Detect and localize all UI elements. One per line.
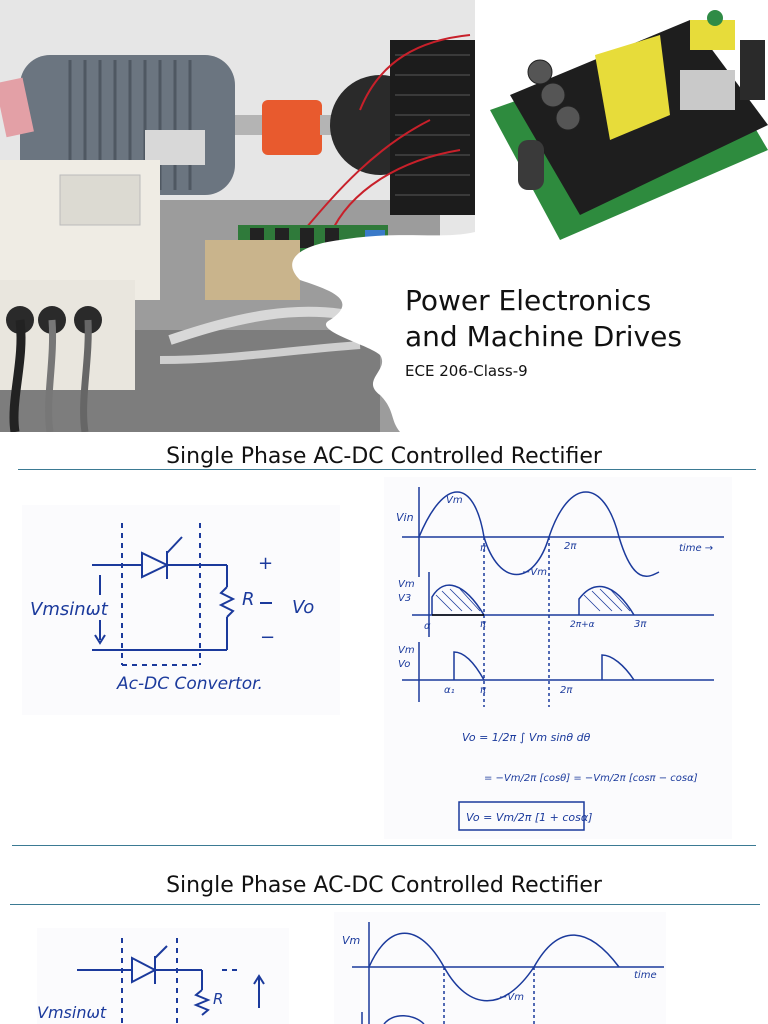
wave2-pi: π: [480, 619, 487, 630]
circuit1-output-label: Vo: [292, 597, 314, 618]
waveform-diagram-1: Vin Vm −Vm π 2π time → Vm V3 α π 2π+α 3π…: [384, 477, 732, 839]
power-electronics-photo-collage: [0, 0, 768, 432]
slide-divider: [12, 845, 756, 846]
inverter-drive-image: [0, 160, 160, 432]
slide-title: Power Electronics and Machine Drives: [405, 283, 755, 355]
heading-underline-2: [10, 904, 760, 905]
wave3-2pi: 2π: [560, 685, 573, 696]
wave3-alpha1: α₁: [444, 685, 455, 696]
circuit1-resistor-label: R: [242, 589, 255, 610]
circuit-diagram-2: Vmsinωt R: [37, 928, 289, 1024]
circuit1-source-label: Vmsinωt: [30, 599, 109, 620]
heading-underline-1: [18, 469, 756, 470]
wave4-time: time: [634, 970, 657, 981]
wave2-v3: V3: [398, 593, 411, 604]
slide-title-line1: Power Electronics: [405, 284, 652, 317]
circuit1-caption: Ac-DC Convertor.: [116, 674, 263, 694]
wave3-vo: Vo: [398, 659, 410, 670]
wave1-neg-vm: −Vm: [522, 567, 547, 578]
equation-2: = −Vm/2π [cosθ] = −Vm/2π [cosπ − cosα]: [484, 773, 698, 784]
circuit-diagram-1: Vmsinωt R Vo + − Ac-DC Convertor.: [22, 505, 340, 715]
wave2-2pi-alpha: 2π+α: [570, 620, 595, 630]
slide-title-line2: and Machine Drives: [405, 320, 682, 353]
wave2-3pi: 3π: [634, 619, 647, 630]
wave3-pi: π: [480, 685, 487, 696]
equation-3: Vo = Vm/2π [1 + cosα]: [466, 811, 592, 824]
equation-1: Vo = 1/2π ∫ Vm sinθ dθ: [462, 731, 591, 744]
wave1-vm: Vm: [446, 495, 463, 506]
wave1-vin: Vin: [396, 511, 414, 524]
waveform-diagram-2: Vm −Vm time: [334, 912, 666, 1024]
wave1-2pi: 2π: [564, 541, 577, 552]
title-slide: Power Electronics and Machine Drives ECE…: [0, 0, 768, 432]
wave4-neg-vm: −Vm: [499, 992, 524, 1003]
wave2-alpha: α: [424, 621, 431, 632]
slide-subtitle: ECE 206-Class-9: [405, 362, 528, 380]
power-supply-pcb-image: [490, 10, 768, 240]
section-heading-2: Single Phase AC-DC Controlled Rectifier: [166, 873, 602, 898]
wave3-vm: Vm: [398, 645, 415, 656]
wave1-time: time →: [679, 543, 713, 554]
wave4-vm: Vm: [342, 934, 360, 947]
section-heading-1: Single Phase AC-DC Controlled Rectifier: [166, 444, 602, 469]
circuit2-source-label: Vmsinωt: [37, 1003, 107, 1022]
wave1-pi: π: [480, 543, 487, 554]
circuit1-plus: +: [258, 553, 273, 574]
wave2-vm: Vm: [398, 579, 415, 590]
circuit2-resistor-label: R: [213, 990, 223, 1008]
circuit1-minus: −: [260, 627, 275, 648]
